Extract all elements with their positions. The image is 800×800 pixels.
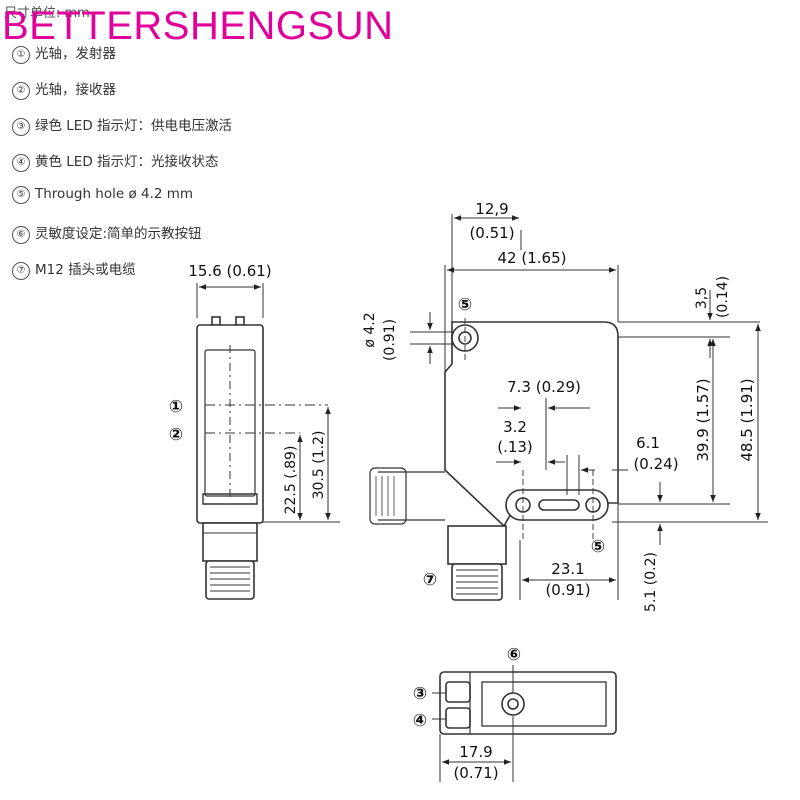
legend-text: 光轴，接收器	[35, 82, 116, 98]
side-ref-5-top: ⑤	[458, 295, 472, 315]
legend-text: 绿色 LED 指示灯：供电电压激活	[35, 118, 233, 134]
side-dim-48-5: 48.5 (1.91)	[738, 378, 756, 461]
legend-text: M12 插头或电缆	[35, 262, 136, 278]
legend-num: ③	[12, 118, 30, 136]
side-dim-hole-diameter-inch: (0.91)	[382, 319, 398, 361]
units-label: 尺寸单位: mm	[4, 6, 90, 21]
legend-item-6: ⑥ 灵敏度设定:简单的示教按钮	[12, 222, 232, 258]
legend-item-4: ④ 黄色 LED 指示灯：光接收状态	[12, 150, 232, 186]
side-dim-23-1: 23.1	[551, 560, 584, 578]
side-dim-3-5-inch: (0.14)	[715, 276, 731, 318]
side-ref-5-bottom: ⑤	[591, 537, 605, 557]
side-view	[369, 214, 768, 601]
legend-list: ① 光轴，发射器 ② 光轴，接收器 ③ 绿色 LED 指示灯：供电电压激活 ④ 黄色 L…	[12, 42, 232, 294]
side-ref-7: ⑦	[423, 570, 437, 590]
side-dim-6-1-inch: (0.24)	[633, 455, 678, 473]
front-dim-axis1: 30.5 (1.2)	[311, 431, 327, 500]
side-dim-12-9: 12,9	[475, 200, 508, 218]
bottom-ref-4: ④	[413, 711, 427, 731]
legend-num: ⑥	[12, 226, 30, 244]
legend-num: ①	[12, 46, 30, 64]
side-dim-3-5: 3,5	[694, 287, 710, 309]
front-dim-axis2: 22.5 (.89)	[283, 446, 299, 515]
legend-num: ④	[12, 154, 30, 172]
side-dim-42: 42 (1.65)	[498, 249, 567, 267]
legend-item-1: ① 光轴，发射器	[12, 42, 232, 78]
bottom-dim-17-9: 17.9	[459, 743, 492, 761]
legend-text: 黄色 LED 指示灯：光接收状态	[35, 154, 219, 170]
legend-item-7: ⑦ M12 插头或电缆	[12, 258, 232, 294]
legend-num: ⑦	[12, 262, 30, 280]
legend-text: 灵敏度设定:简单的示教按钮	[35, 226, 202, 242]
front-ref-1: ①	[169, 397, 183, 417]
legend-num: ②	[12, 82, 30, 100]
legend-item-2: ② 光轴，接收器	[12, 78, 232, 114]
bottom-ref-6: ⑥	[507, 645, 521, 665]
legend-num: ⑤	[12, 186, 30, 204]
side-dim-5-1: 5.1 (0.2)	[643, 552, 659, 612]
bottom-dim-17-9-inch: (0.71)	[453, 764, 498, 782]
side-dim-3-2-inch: (.13)	[497, 438, 533, 456]
bottom-view	[432, 665, 617, 782]
side-dim-3-2: 3.2	[503, 418, 527, 436]
side-dim-7-3: 7.3 (0.29)	[507, 378, 581, 396]
side-dim-6-1: 6.1	[636, 434, 660, 452]
side-dim-39-9: 39.9 (1.57)	[694, 378, 712, 461]
side-dim-23-1-inch: (0.91)	[545, 581, 590, 599]
side-dim-hole-diameter: ø 4.2	[362, 312, 378, 347]
front-ref-2: ②	[169, 425, 183, 445]
legend-text: 光轴，发射器	[35, 46, 116, 62]
side-dim-12-9-inch: (0.51)	[469, 224, 514, 242]
legend-text: Through hole ø 4.2 mm	[35, 186, 194, 202]
bottom-ref-3: ③	[413, 684, 427, 704]
watermark-text: BETTERSHENGSUN	[2, 4, 394, 48]
front-width-dimension: 15.6 (0.61)	[188, 262, 271, 280]
front-view	[196, 283, 340, 600]
legend-item-3: ③ 绿色 LED 指示灯：供电电压激活	[12, 114, 232, 150]
legend-item-5: ⑤ Through hole ø 4.2 mm	[12, 186, 232, 222]
